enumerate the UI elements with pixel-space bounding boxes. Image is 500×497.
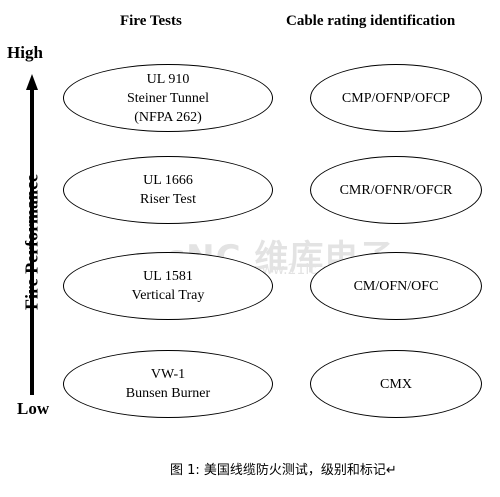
test-oval-vw1: VW-1 Bunsen Burner <box>63 350 273 418</box>
figure-caption: 图 1: 美国线缆防火测试，级别和标记↵ <box>170 463 397 478</box>
test-line: Steiner Tunnel <box>126 90 210 106</box>
rating-text: CMP/OFNP/OFCP <box>341 90 451 106</box>
test-oval-ul1581: UL 1581 Vertical Tray <box>63 252 273 320</box>
test-line: Riser Test <box>140 192 196 207</box>
test-line: UL 910 <box>146 71 190 87</box>
rating-oval-cmx: CMX <box>310 350 482 418</box>
rating-oval-riser: CMR/OFNR/OFCR <box>310 156 482 224</box>
fire-tests-header: Fire Tests <box>120 13 182 29</box>
rating-text: CM/OFN/OFC <box>353 278 439 294</box>
test-oval-ul910: UL 910 Steiner Tunnel (NFPA 262) <box>63 64 273 132</box>
test-line: (NFPA 262) <box>134 109 202 125</box>
test-line: Bunsen Burner <box>125 386 211 401</box>
test-line: VW-1 <box>150 367 186 382</box>
test-line: UL 1666 <box>143 173 193 188</box>
rating-text: CMR/OFNR/OFCR <box>339 182 453 198</box>
test-line: UL 1581 <box>143 269 193 284</box>
test-line: Vertical Tray <box>131 288 205 303</box>
rating-oval-plenum: CMP/OFNP/OFCP <box>310 64 482 132</box>
up-arrow-icon <box>26 74 38 395</box>
axis-low-label: Low <box>17 399 50 418</box>
cable-rating-header: Cable rating identification <box>286 13 456 29</box>
rating-oval-general: CM/OFN/OFC <box>310 252 482 320</box>
axis-high-label: High <box>7 43 43 62</box>
rating-text: CMX <box>380 376 412 392</box>
test-oval-ul1666: UL 1666 Riser Test <box>63 156 273 224</box>
